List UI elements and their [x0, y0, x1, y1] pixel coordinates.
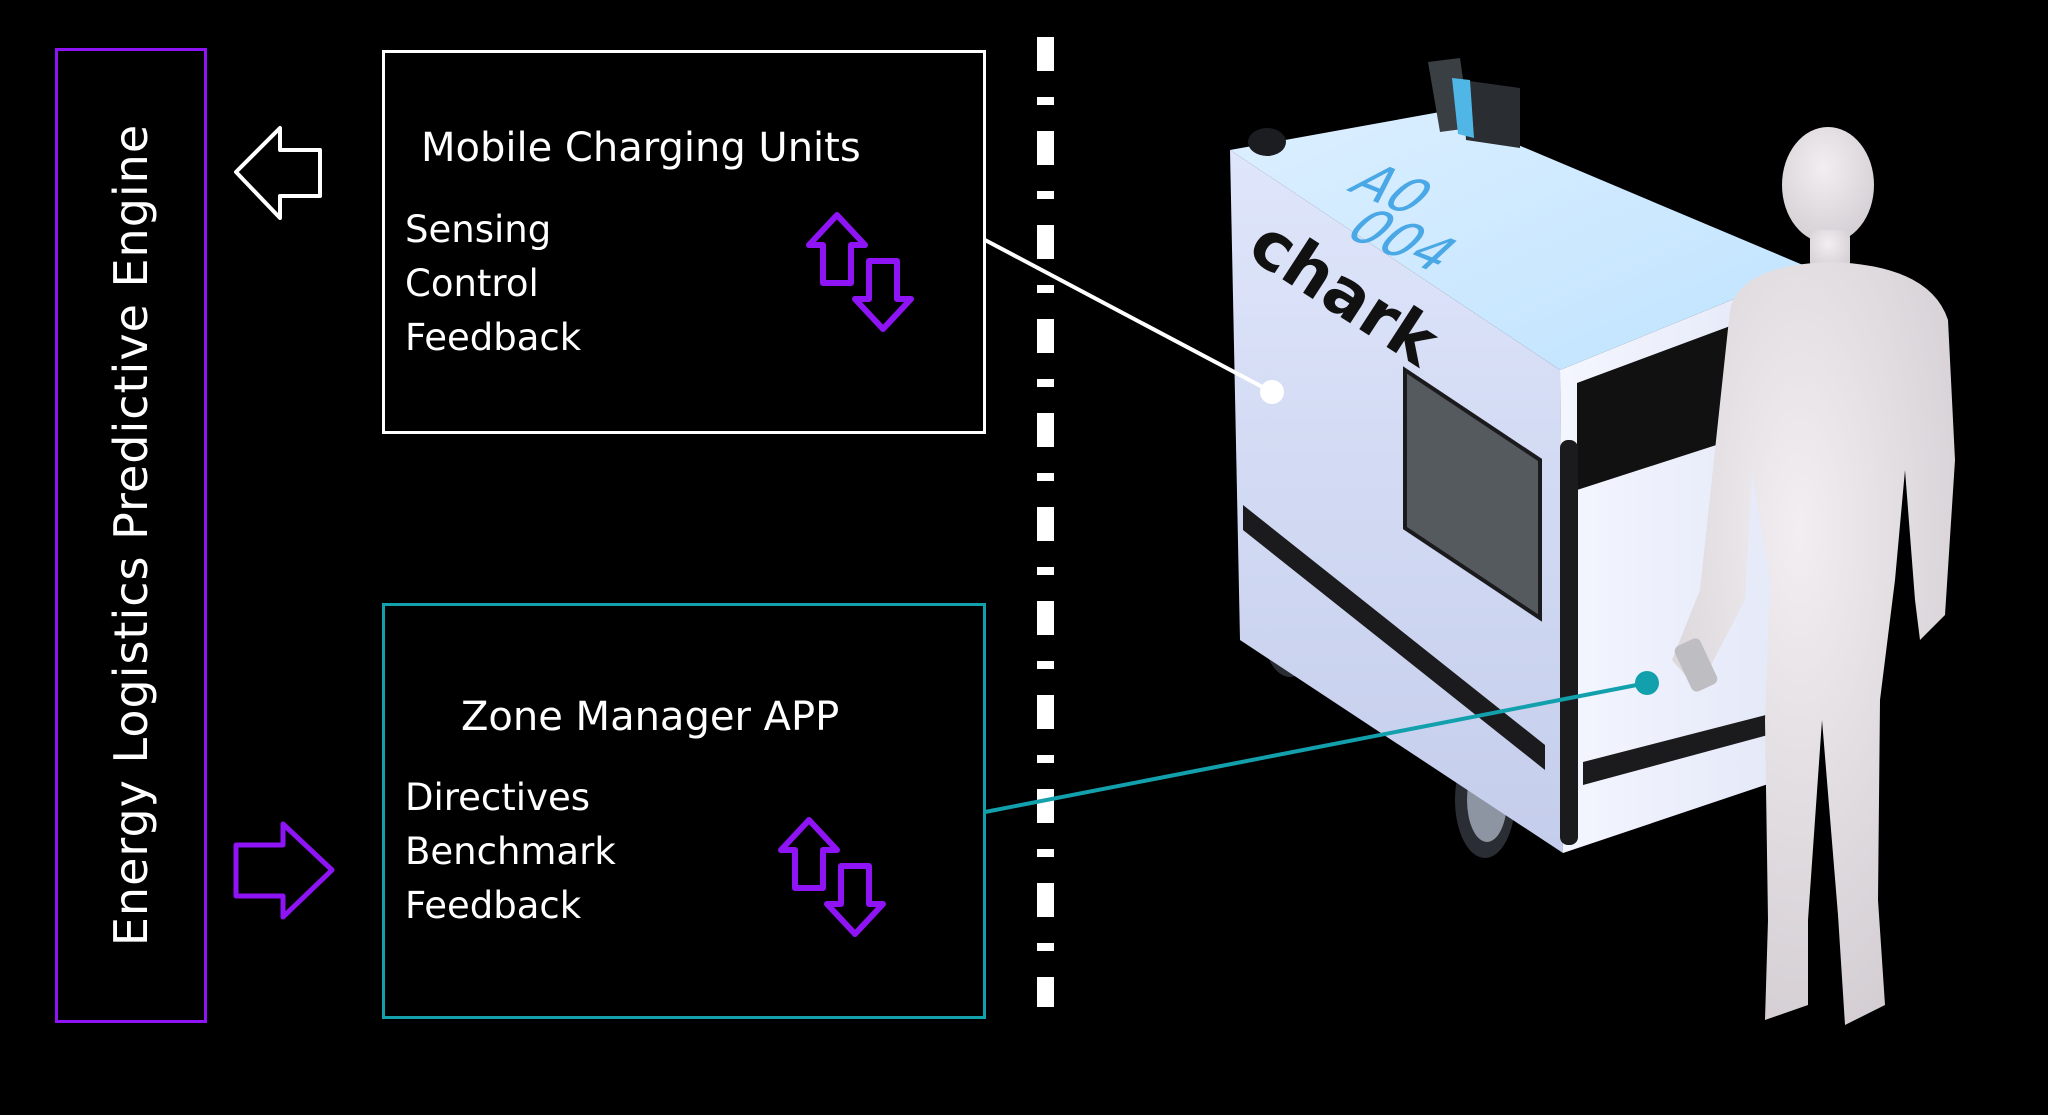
lidar-sensor-icon — [1428, 58, 1520, 148]
list-item: Feedback — [405, 316, 582, 359]
dash-dot-divider — [1037, 37, 1054, 1007]
zone-manager-app-panel: Zone Manager APP Directives Benchmark Fe… — [382, 603, 986, 1019]
mobile-charging-units-list: Sensing Control Feedback — [405, 203, 581, 365]
person-figure — [1672, 127, 1955, 1025]
zone-manager-app-title: Zone Manager APP — [461, 694, 840, 740]
connector-dot-mcu — [1260, 380, 1284, 404]
bidirectional-arrows-icon — [778, 817, 886, 937]
list-item: Control — [405, 262, 539, 305]
mobile-charging-units-panel: Mobile Charging Units Sensing Control Fe… — [382, 50, 986, 434]
list-item: Benchmark — [405, 830, 616, 873]
bidirectional-arrows-icon — [806, 212, 914, 332]
mobile-charging-robot: chark A0 004 — [1230, 58, 1810, 858]
predictive-engine-box — [55, 48, 207, 1023]
zone-manager-app-list: Directives Benchmark Feedback — [405, 771, 616, 933]
mobile-charging-units-title: Mobile Charging Units — [421, 125, 861, 171]
arrow-right-icon — [233, 821, 335, 920]
list-item: Directives — [405, 776, 590, 819]
sensor-dome-icon — [1248, 128, 1286, 156]
list-item: Feedback — [405, 884, 582, 927]
connector-line-zone-manager — [984, 681, 1648, 814]
arrow-left-icon — [234, 126, 322, 220]
list-item: Sensing — [405, 208, 552, 251]
connector-dot-zone-manager — [1635, 671, 1659, 695]
connector-line-mcu — [984, 238, 1273, 394]
